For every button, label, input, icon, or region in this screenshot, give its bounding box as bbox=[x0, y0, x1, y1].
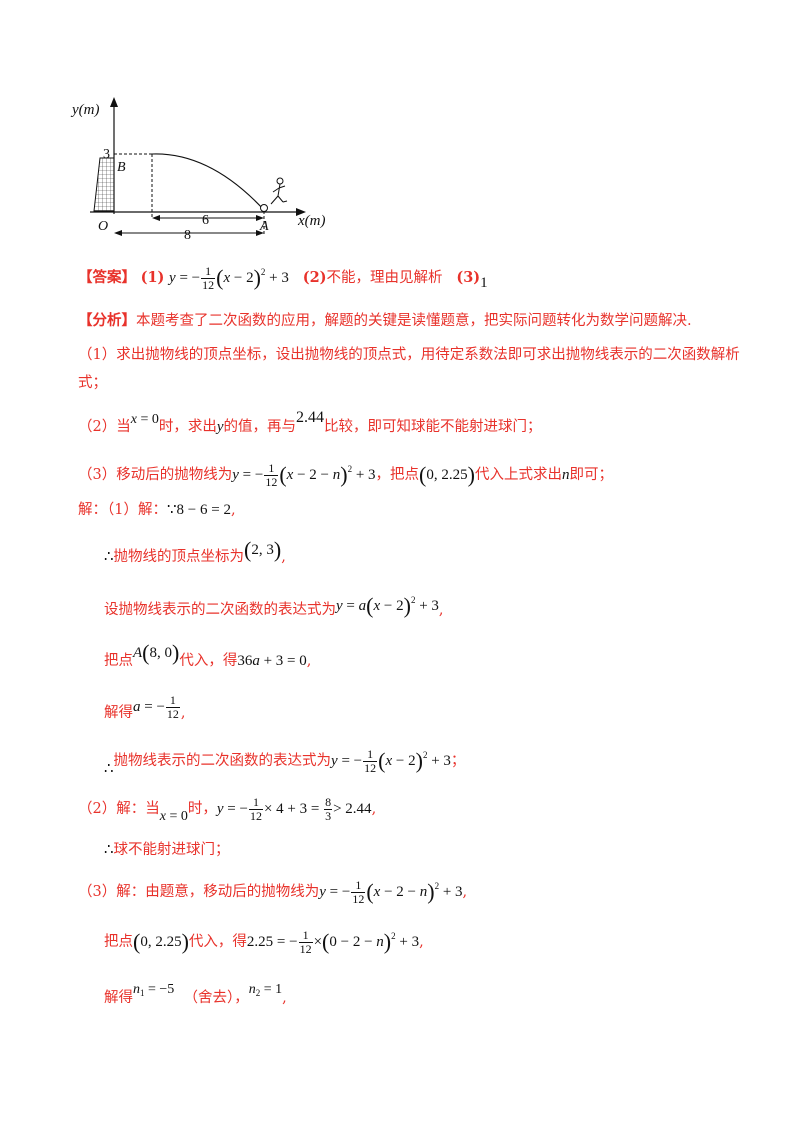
parabola-curve bbox=[151, 153, 265, 211]
s2-value: 2.44 bbox=[296, 409, 325, 426]
y-axis-arrow bbox=[110, 97, 118, 107]
solution-line4: 把点A(8, 0)代入，得36a + 3 = 0, bbox=[104, 640, 312, 670]
origin-label: O bbox=[98, 219, 108, 234]
n2-value: n2 = 1 bbox=[248, 982, 283, 998]
answer-part2: (2) bbox=[302, 269, 327, 286]
sol2-text: 抛物线的顶点坐标为 bbox=[113, 549, 245, 565]
person-icon bbox=[270, 177, 288, 205]
x-axis-arrow bbox=[296, 208, 306, 216]
analysis-step2: （2）当x = 0时，求出y的值，再与2.44比较，即可知球能不能射进球门； bbox=[78, 408, 542, 437]
parabola-figure: y(m) 3 B O A x(m) 6 8 bbox=[70, 97, 325, 243]
answer-tag: 【答案】 bbox=[78, 269, 136, 286]
solution-label: 解： bbox=[78, 502, 107, 518]
sol5-text: 解得 bbox=[104, 704, 133, 721]
sol4-eq: 36a + 3 = 0 bbox=[237, 653, 307, 669]
s3-point: (0, 2.25) bbox=[419, 462, 475, 487]
sol11-text-a: 解得 bbox=[104, 990, 133, 1006]
s2-text-b: 时，求出 bbox=[158, 419, 217, 435]
sol10-text-a: 把点 bbox=[104, 934, 133, 950]
solution-line2: ∴抛物线的顶点坐标为(2, 3), bbox=[104, 537, 286, 566]
s3-text-a: （3）移动后的抛物线为 bbox=[78, 467, 233, 483]
vertex-coord: (2, 3) bbox=[244, 537, 282, 562]
vertex-form: y = a(x − 2)2 + 3 bbox=[336, 593, 439, 618]
sol7-text-a: （2）解：当 bbox=[78, 800, 160, 817]
analysis-step1-line2: 式； bbox=[78, 375, 107, 391]
sol11-text-b: （舍去）， bbox=[183, 990, 249, 1006]
sol1-calc: ∵8 − 6 = 2 bbox=[166, 502, 231, 518]
goal-net bbox=[93, 157, 115, 212]
sol4-text-b: 代入，得 bbox=[179, 653, 238, 669]
analysis-tag: 【分析】 bbox=[78, 312, 136, 329]
analysis-text: 本题考查了二次函数的应用，解题的关键是读懂题意，把实际问题转化为数学问题解决. bbox=[136, 313, 692, 329]
comma: , bbox=[230, 502, 236, 518]
dim-8-label: 8 bbox=[184, 228, 191, 243]
sol4-text-a: 把点 bbox=[104, 653, 133, 669]
point-a-coord: A(8, 0) bbox=[133, 640, 180, 665]
analysis-step1-line1: （1）求出抛物线的顶点坐标，设出抛物线的顶点式，用待定系数法即可求出抛物线表示的… bbox=[78, 347, 740, 363]
sol3-text: 设抛物线表示的二次函数的表达式为 bbox=[104, 602, 336, 618]
sol9-text: （3）解：由题意，移动后的抛物线为 bbox=[78, 884, 320, 900]
solution-line1: 解：（1）解：∵8 − 6 = 2, bbox=[78, 500, 236, 520]
sol7-x0: x = 0 bbox=[159, 808, 188, 824]
s2-text-a: （2）当 bbox=[78, 419, 131, 435]
sol7-text-b: 时， bbox=[187, 800, 217, 817]
therefore-1: ∴ bbox=[104, 549, 114, 565]
y-tick-3: 3 bbox=[103, 147, 110, 162]
point-b-label: B bbox=[117, 160, 126, 175]
y-axis-label: y(m) bbox=[70, 102, 99, 118]
solution-line8: ∴球不能射进球门； bbox=[104, 840, 230, 860]
ball bbox=[260, 204, 268, 212]
solution-line11: 解得n1 = −5 （舍去），n2 = 1, bbox=[104, 982, 287, 1006]
solution-line3: 设抛物线表示的二次函数的表达式为y = a(x − 2)2 + 3, bbox=[104, 593, 444, 619]
sol1-text: （1）解： bbox=[107, 502, 167, 518]
s3-text-d: 即可； bbox=[569, 467, 613, 483]
s2-text-d: 比较，即可知球能不能射进球门； bbox=[324, 419, 542, 435]
analysis-line: 【分析】本题考查了二次函数的应用，解题的关键是读懂题意，把实际问题转化为数学问题… bbox=[78, 311, 692, 331]
answer-part3-value: 1 bbox=[480, 275, 488, 291]
answer-part3: (3) bbox=[456, 269, 481, 286]
s3-text-c: 代入上式求出 bbox=[474, 467, 562, 483]
sol8-text: 球不能射进球门； bbox=[113, 842, 230, 858]
n1-value: n1 = −5 bbox=[133, 982, 175, 998]
point-a-label: A bbox=[259, 219, 269, 234]
answer-part1: (1) bbox=[140, 269, 165, 286]
s2-text-c: 的值，再与 bbox=[223, 419, 297, 435]
s3-n: n bbox=[561, 467, 570, 483]
dim-6-label: 6 bbox=[202, 213, 209, 228]
therefore-3: ∴ bbox=[104, 842, 114, 858]
sol10-text-b: 代入，得 bbox=[188, 934, 247, 950]
answer-part2-text: 不能，理由见解析 bbox=[326, 270, 443, 286]
s2-y: y bbox=[216, 419, 224, 435]
x-axis-label: x(m) bbox=[297, 213, 325, 229]
s2-x-eq-0: x = 0 bbox=[130, 412, 159, 427]
sol6-text: 抛物线表示的二次函数的表达式为 bbox=[113, 753, 332, 769]
therefore-2: ∴ bbox=[104, 761, 114, 777]
sol10-point: (0, 2.25) bbox=[133, 929, 189, 954]
s3-text-b: ，把点 bbox=[375, 467, 420, 483]
